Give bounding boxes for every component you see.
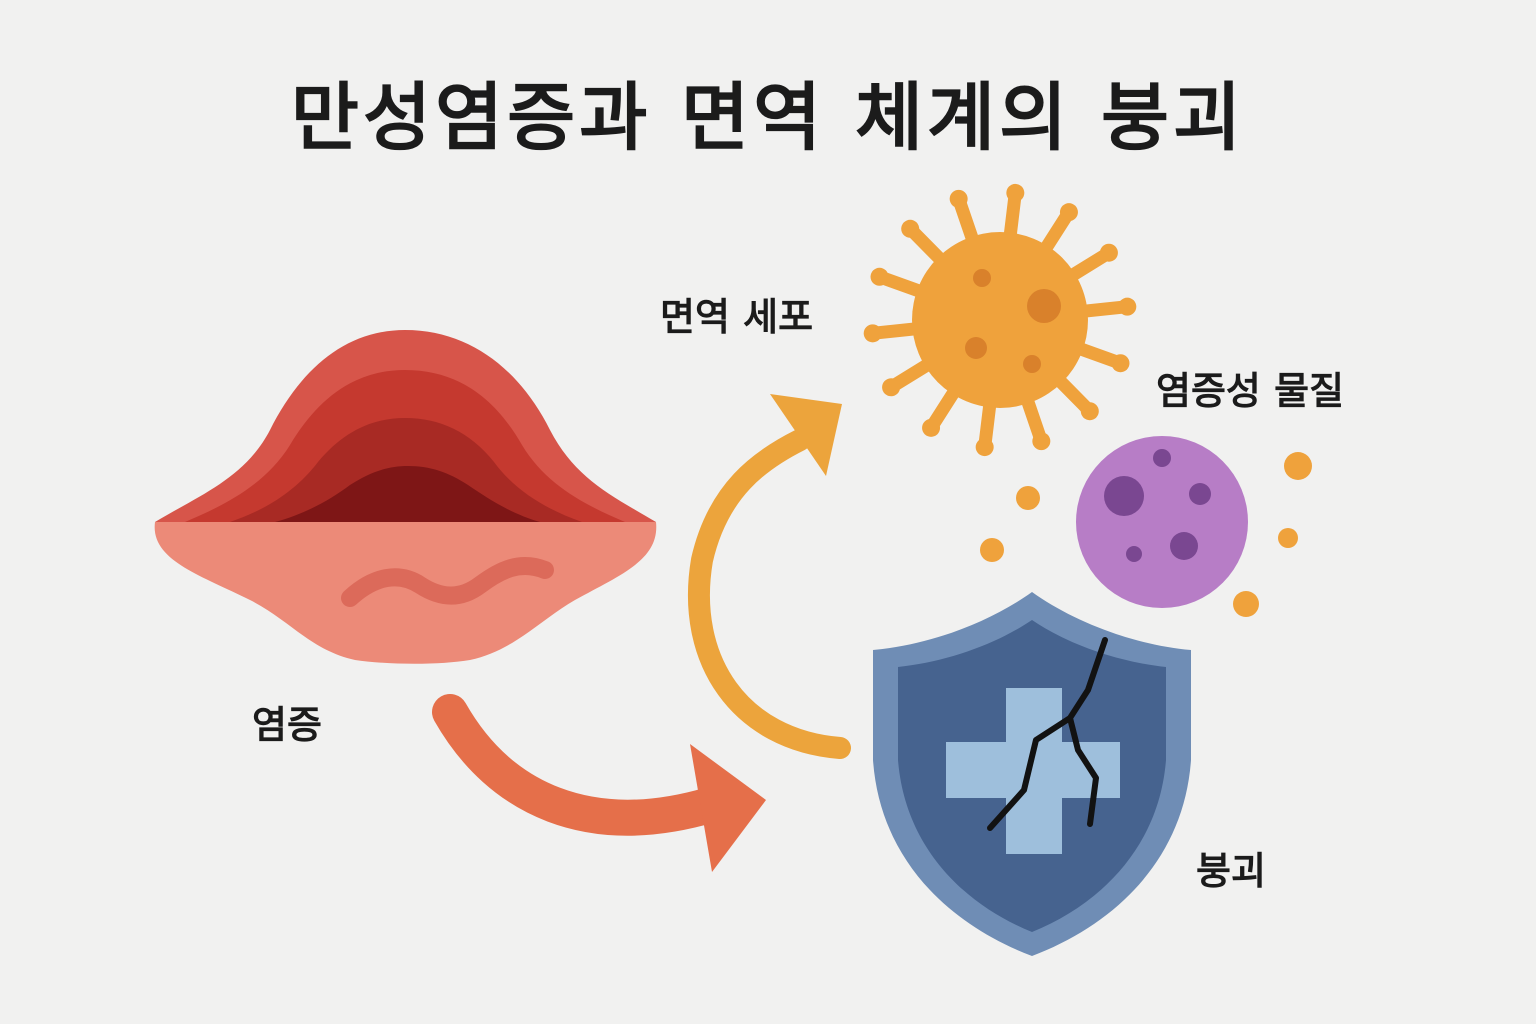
immune-cell-spike-tip xyxy=(949,189,968,208)
cracked-shield-icon xyxy=(873,592,1191,956)
immune-cell-spike-tip xyxy=(1032,432,1051,451)
immune-cell-spike-tip xyxy=(1059,203,1078,222)
immune-cell-icon xyxy=(863,183,1137,457)
collapse-label: 붕괴 xyxy=(1196,849,1266,893)
arrow-to-collapse xyxy=(432,694,766,872)
immune-cell-spike-tip xyxy=(1099,243,1118,262)
immune-cell-spike-tip xyxy=(1111,354,1130,373)
purple-particle-icon xyxy=(1076,436,1248,608)
inflamed-tissue-icon xyxy=(154,330,657,664)
immune-cell-spike-tip xyxy=(863,324,882,343)
arrow-to-immune-cell xyxy=(687,394,851,759)
inflammatory-substance-label: 염증성 물질 xyxy=(1156,369,1345,413)
immune-cell-label: 면역 세포 xyxy=(660,295,814,339)
immune-cell-spike-tip xyxy=(975,438,994,457)
particle-dots xyxy=(980,452,1312,617)
immune-cell-spike-tip xyxy=(922,418,941,437)
immune-cell-spike-tip xyxy=(901,219,920,238)
page-title: 만성염증과 면역 체계의 붕괴 xyxy=(290,75,1246,161)
immune-cell-spike-tip xyxy=(1006,183,1025,202)
immune-cell-spike-tip xyxy=(1118,297,1137,316)
immune-cell-spike-tip xyxy=(870,267,889,286)
inflammation-label: 염증 xyxy=(252,703,322,747)
immune-cell-spike-tip xyxy=(882,378,901,397)
immune-cell-spike-tip xyxy=(1080,402,1099,421)
